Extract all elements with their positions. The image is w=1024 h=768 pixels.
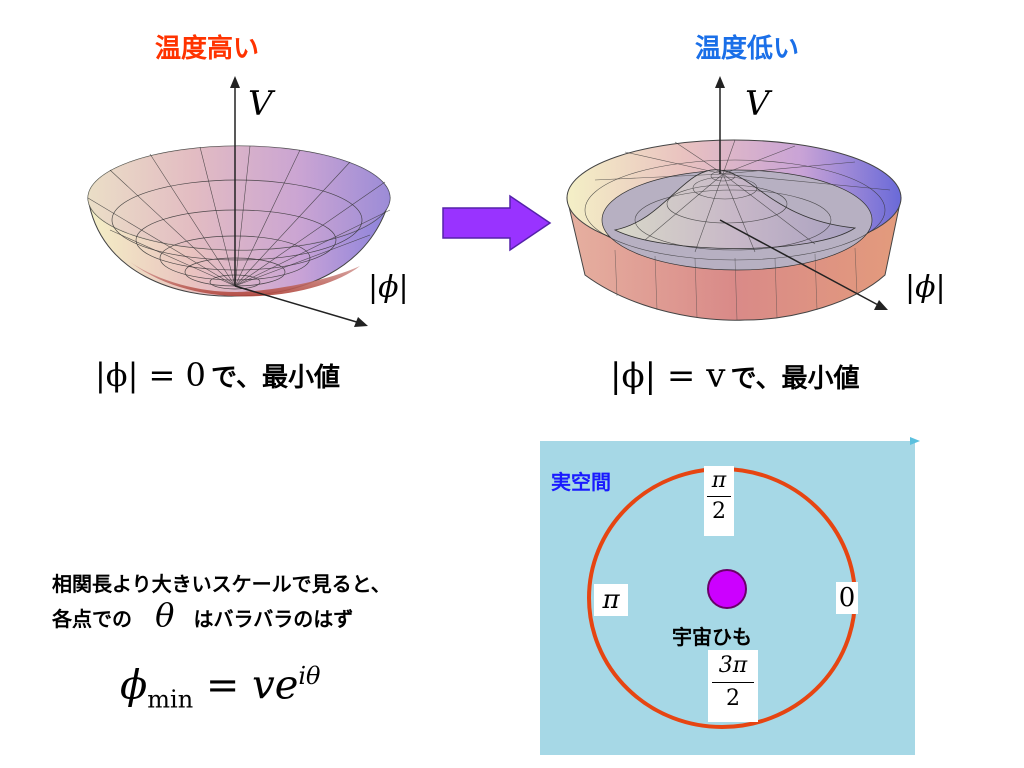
left-caption-text: で、最小値: [210, 363, 340, 393]
formula-lhs: ϕ: [120, 662, 148, 709]
right-potential-plot: [566, 76, 902, 321]
real-space-corner-arrow: [910, 437, 920, 445]
label-bottom-den: 2: [726, 686, 740, 711]
left-potential-plot: [87, 76, 391, 327]
label-right: 0: [836, 582, 858, 614]
vacuum-formula: ϕmin = veiθ: [120, 662, 321, 713]
label-top-den: 2: [712, 499, 726, 524]
cosmic-string-dot: [707, 569, 747, 609]
cosmic-string-label: 宇宙ひも: [672, 625, 752, 649]
right-caption-text: で、最小値: [730, 364, 860, 394]
explanation-line-2: 各点での θ はバラバラのはず: [52, 596, 353, 634]
explanation-suffix: はバラバラのはず: [193, 607, 354, 631]
label-left: π: [594, 584, 628, 616]
right-axis-v-label: V: [745, 84, 770, 124]
label-top-num: π: [711, 468, 727, 493]
formula-rhs: = ve: [205, 662, 299, 709]
formula-lhs-sub: min: [147, 685, 194, 714]
explanation-line-1: 相関長より大きいスケールで見ると、: [52, 572, 391, 596]
label-bottom-bar: [712, 682, 754, 683]
left-caption: |ϕ| = 0 で、最小値: [95, 356, 340, 394]
formula-rhs-sup: iθ: [298, 662, 321, 690]
label-bottom-num: 3π: [718, 653, 748, 678]
left-caption-math: |ϕ| = 0: [95, 356, 206, 394]
transition-arrow: [442, 194, 552, 252]
right-title: 温度低い: [695, 34, 800, 64]
real-space-title: 実空間: [551, 470, 611, 494]
left-axis-phi-label: |ϕ|: [368, 270, 409, 305]
label-top-bar: [707, 496, 731, 497]
right-axis-phi-label: |ϕ|: [905, 270, 946, 305]
right-caption: |ϕ| = v で、最小値: [610, 356, 859, 396]
right-caption-math: |ϕ| = v: [610, 356, 726, 396]
theta-symbol: θ: [155, 596, 175, 634]
left-title: 温度高い: [155, 34, 260, 64]
left-axis-v-label: V: [248, 84, 273, 124]
label-bottom: 3π 2: [708, 650, 758, 722]
explanation-prefix: 各点での: [52, 607, 132, 631]
label-top: π 2: [704, 466, 734, 536]
